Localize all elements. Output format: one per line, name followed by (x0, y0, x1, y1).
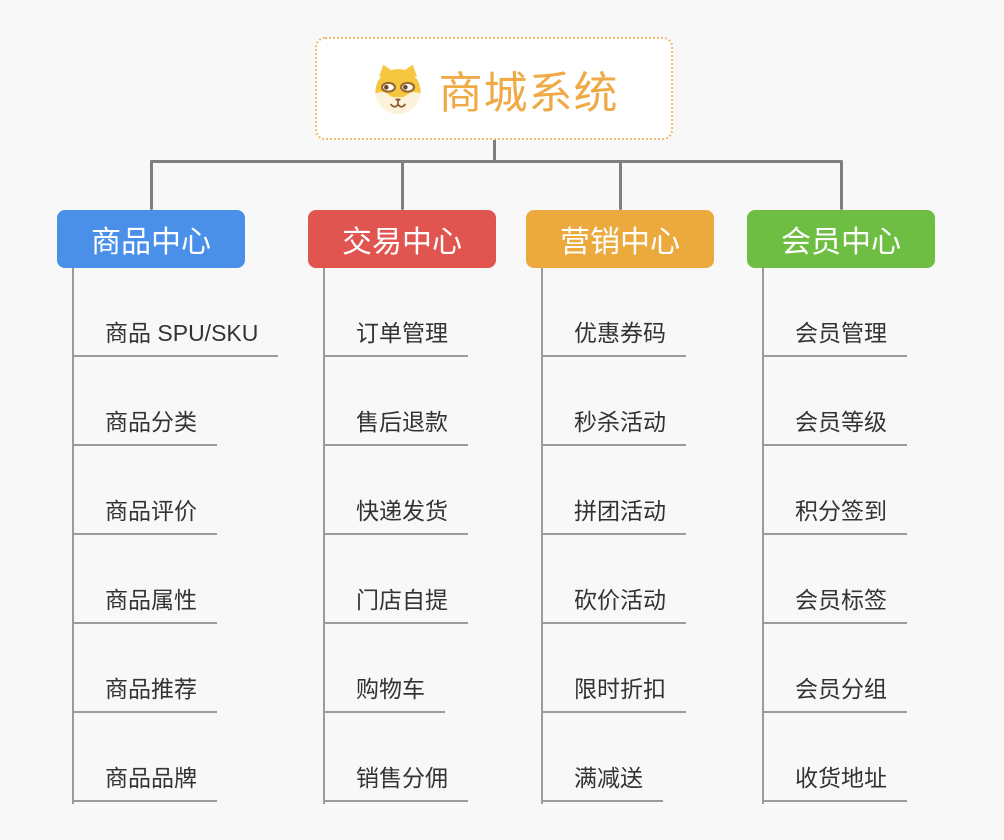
leaf-item[interactable]: 拼团活动 (541, 495, 686, 535)
connector-trunk (541, 268, 543, 804)
leaf-item[interactable]: 会员等级 (762, 406, 907, 446)
connector-trunk (762, 268, 764, 804)
leaf-item[interactable]: 快递发货 (323, 495, 468, 535)
leaf-item[interactable]: 商品 SPU/SKU (72, 317, 279, 357)
leaf-item[interactable]: 订单管理 (323, 317, 468, 357)
leaf-item[interactable]: 会员分组 (762, 673, 907, 713)
branch-label: 交易中心 (342, 226, 462, 259)
branch-node-marketing[interactable]: 营销中心 (526, 210, 714, 268)
leaf-item[interactable]: 商品分类 (72, 406, 217, 446)
leaf-item[interactable]: 商品评价 (72, 495, 217, 535)
leaf-item[interactable]: 会员标签 (762, 584, 907, 624)
leaf-item[interactable]: 销售分佣 (323, 762, 468, 802)
branch-node-trade[interactable]: 交易中心 (308, 210, 496, 268)
leaf-item[interactable]: 门店自提 (323, 584, 468, 624)
connector-trunk (72, 268, 74, 804)
connector-drop-product (150, 160, 153, 210)
branch-label: 营销中心 (560, 226, 680, 259)
leaf-item[interactable]: 优惠券码 (541, 317, 686, 357)
connector-drop-marketing (619, 160, 622, 210)
leaf-item[interactable]: 商品属性 (72, 584, 217, 624)
leaf-item[interactable]: 商品品牌 (72, 762, 217, 802)
branch-column-marketing: 营销中心 优惠券码 秒杀活动 拼团活动 砍价活动 限时折扣 满减送 (526, 210, 786, 814)
branch-column-member: 会员中心 会员管理 会员等级 积分签到 会员标签 会员分组 收货地址 (747, 210, 1004, 814)
leaf-item[interactable]: 砍价活动 (541, 584, 686, 624)
connector-trunk (323, 268, 325, 804)
leaf-item[interactable]: 满减送 (541, 762, 663, 802)
branch-column-trade: 交易中心 订单管理 售后退款 快递发货 门店自提 购物车 销售分佣 (308, 210, 568, 814)
leaf-item[interactable]: 秒杀活动 (541, 406, 686, 446)
leaf-item[interactable]: 限时折扣 (541, 673, 686, 713)
root-node[interactable]: 商城系统 (315, 37, 673, 140)
branch-column-product: 商品中心 商品 SPU/SKU 商品分类 商品评价 商品属性 商品推荐 商品品牌 (57, 210, 317, 814)
connector-drop-trade (401, 160, 404, 210)
leaf-item[interactable]: 购物车 (323, 673, 445, 713)
leaf-item[interactable]: 售后退款 (323, 406, 468, 446)
leaf-item[interactable]: 收货地址 (762, 762, 907, 802)
leaf-item[interactable]: 商品推荐 (72, 673, 217, 713)
leaf-item[interactable]: 积分签到 (762, 495, 907, 535)
connector-root-drop (493, 140, 496, 163)
branch-node-member[interactable]: 会员中心 (747, 210, 935, 268)
branch-label: 会员中心 (781, 226, 901, 259)
shiba-dog-icon (374, 64, 421, 114)
branch-label: 商品中心 (91, 226, 211, 259)
root-title: 商城系统 (438, 68, 619, 118)
connector-drop-member (840, 160, 843, 210)
leaf-item[interactable]: 会员管理 (762, 317, 907, 357)
connector-horizontal (150, 160, 842, 163)
branch-node-product[interactable]: 商品中心 (57, 210, 245, 268)
